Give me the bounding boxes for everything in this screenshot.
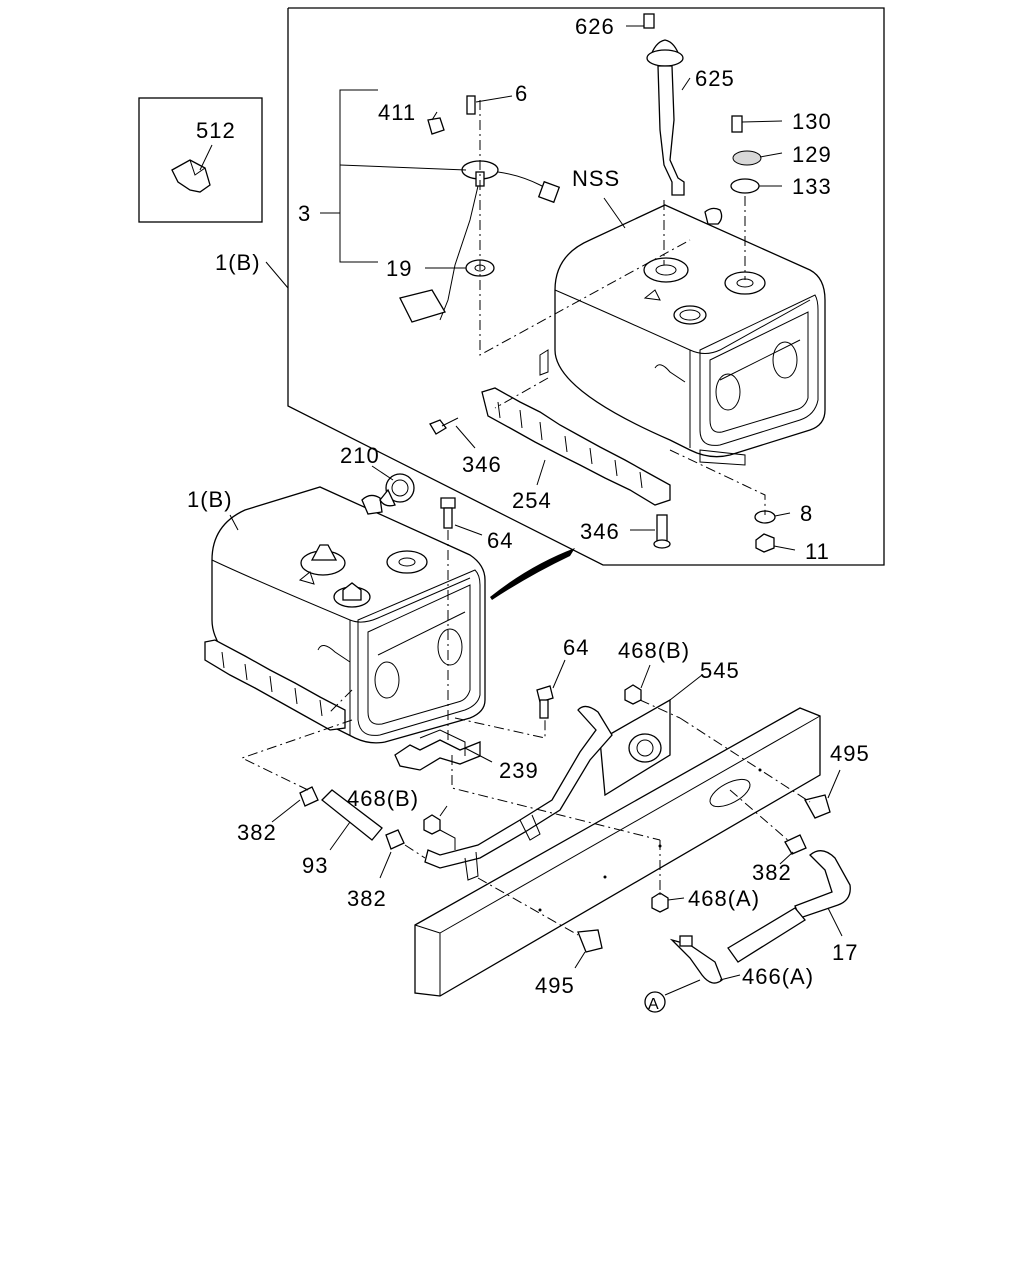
label-495-a: 495 <box>830 741 870 766</box>
bolt-495-b <box>577 929 603 953</box>
frame-rail <box>414 707 821 997</box>
label-17: 17 <box>832 940 858 965</box>
nut-468a <box>651 892 669 913</box>
label-625: 625 <box>695 66 735 91</box>
gasket-133 <box>730 178 760 194</box>
label-382-a: 382 <box>237 820 277 845</box>
bracket-3 <box>339 89 378 263</box>
callout-labels: 626 625 6 411 130 129 133 NSS 512 3 1(B)… <box>187 14 870 1013</box>
label-64-b: 64 <box>563 635 589 660</box>
nut-11 <box>755 533 775 553</box>
label-3: 3 <box>298 201 311 226</box>
label-6: 6 <box>515 81 528 106</box>
label-nss: NSS <box>572 166 620 191</box>
bolt-346-a <box>429 417 459 435</box>
label-468b-a: 468(B) <box>618 638 690 663</box>
fuel-tank-lower <box>204 486 486 744</box>
label-129: 129 <box>792 142 832 167</box>
bracket-254 <box>481 387 671 506</box>
label-133: 133 <box>792 174 832 199</box>
detail-arrow <box>490 548 575 600</box>
label-626: 626 <box>575 14 615 39</box>
fuel-pipe <box>424 705 613 881</box>
label-ref-a: A <box>648 996 660 1013</box>
label-130: 130 <box>792 109 832 134</box>
label-1b-top: 1(B) <box>215 250 261 275</box>
nut-468b-b <box>423 814 441 835</box>
nut-468b-a <box>624 684 642 705</box>
bracket-545 <box>599 698 671 797</box>
label-468a: 468(A) <box>688 886 760 911</box>
bolt-495-a <box>804 794 831 819</box>
inset-frame-512 <box>138 97 263 223</box>
label-346-b: 346 <box>580 519 620 544</box>
label-93: 93 <box>302 853 328 878</box>
detail-frame <box>287 7 885 566</box>
cap-210 <box>379 473 415 507</box>
clamp-382-c <box>784 834 807 855</box>
leader-lines <box>229 25 843 996</box>
label-19: 19 <box>386 256 412 281</box>
bolt-130 <box>731 115 743 133</box>
bolt-346-b <box>653 514 671 549</box>
gauge-unit-625 <box>643 13 685 196</box>
label-64-a: 64 <box>487 528 513 553</box>
label-1b-mid: 1(B) <box>187 487 233 512</box>
label-411: 411 <box>378 100 416 125</box>
label-239: 239 <box>499 758 539 783</box>
label-382-c: 382 <box>752 860 792 885</box>
clamp-382-b <box>385 829 405 850</box>
cap-129 <box>732 150 762 166</box>
label-545: 545 <box>700 658 740 683</box>
label-468b-b: 468(B) <box>347 786 419 811</box>
bolt-64-b <box>536 685 554 719</box>
hose-17 <box>727 850 851 963</box>
fuel-sender-unit <box>399 95 561 323</box>
label-382-b: 382 <box>347 886 387 911</box>
hose-93 <box>321 789 383 841</box>
label-210: 210 <box>340 443 380 468</box>
label-11: 11 <box>805 539 830 564</box>
bracket-239 <box>394 729 481 771</box>
clip-512 <box>171 144 213 193</box>
label-495-b: 495 <box>535 973 575 998</box>
bolt-64-a <box>440 497 456 529</box>
label-466a: 466(A) <box>742 964 814 989</box>
label-254: 254 <box>512 488 552 513</box>
label-8: 8 <box>800 501 813 526</box>
fuel-tank-upper <box>539 204 826 466</box>
label-346-a: 346 <box>462 452 502 477</box>
label-512: 512 <box>196 118 236 143</box>
clamp-382-a <box>299 786 319 807</box>
strap-466a <box>669 935 723 984</box>
reference-circle-a <box>644 991 666 1013</box>
